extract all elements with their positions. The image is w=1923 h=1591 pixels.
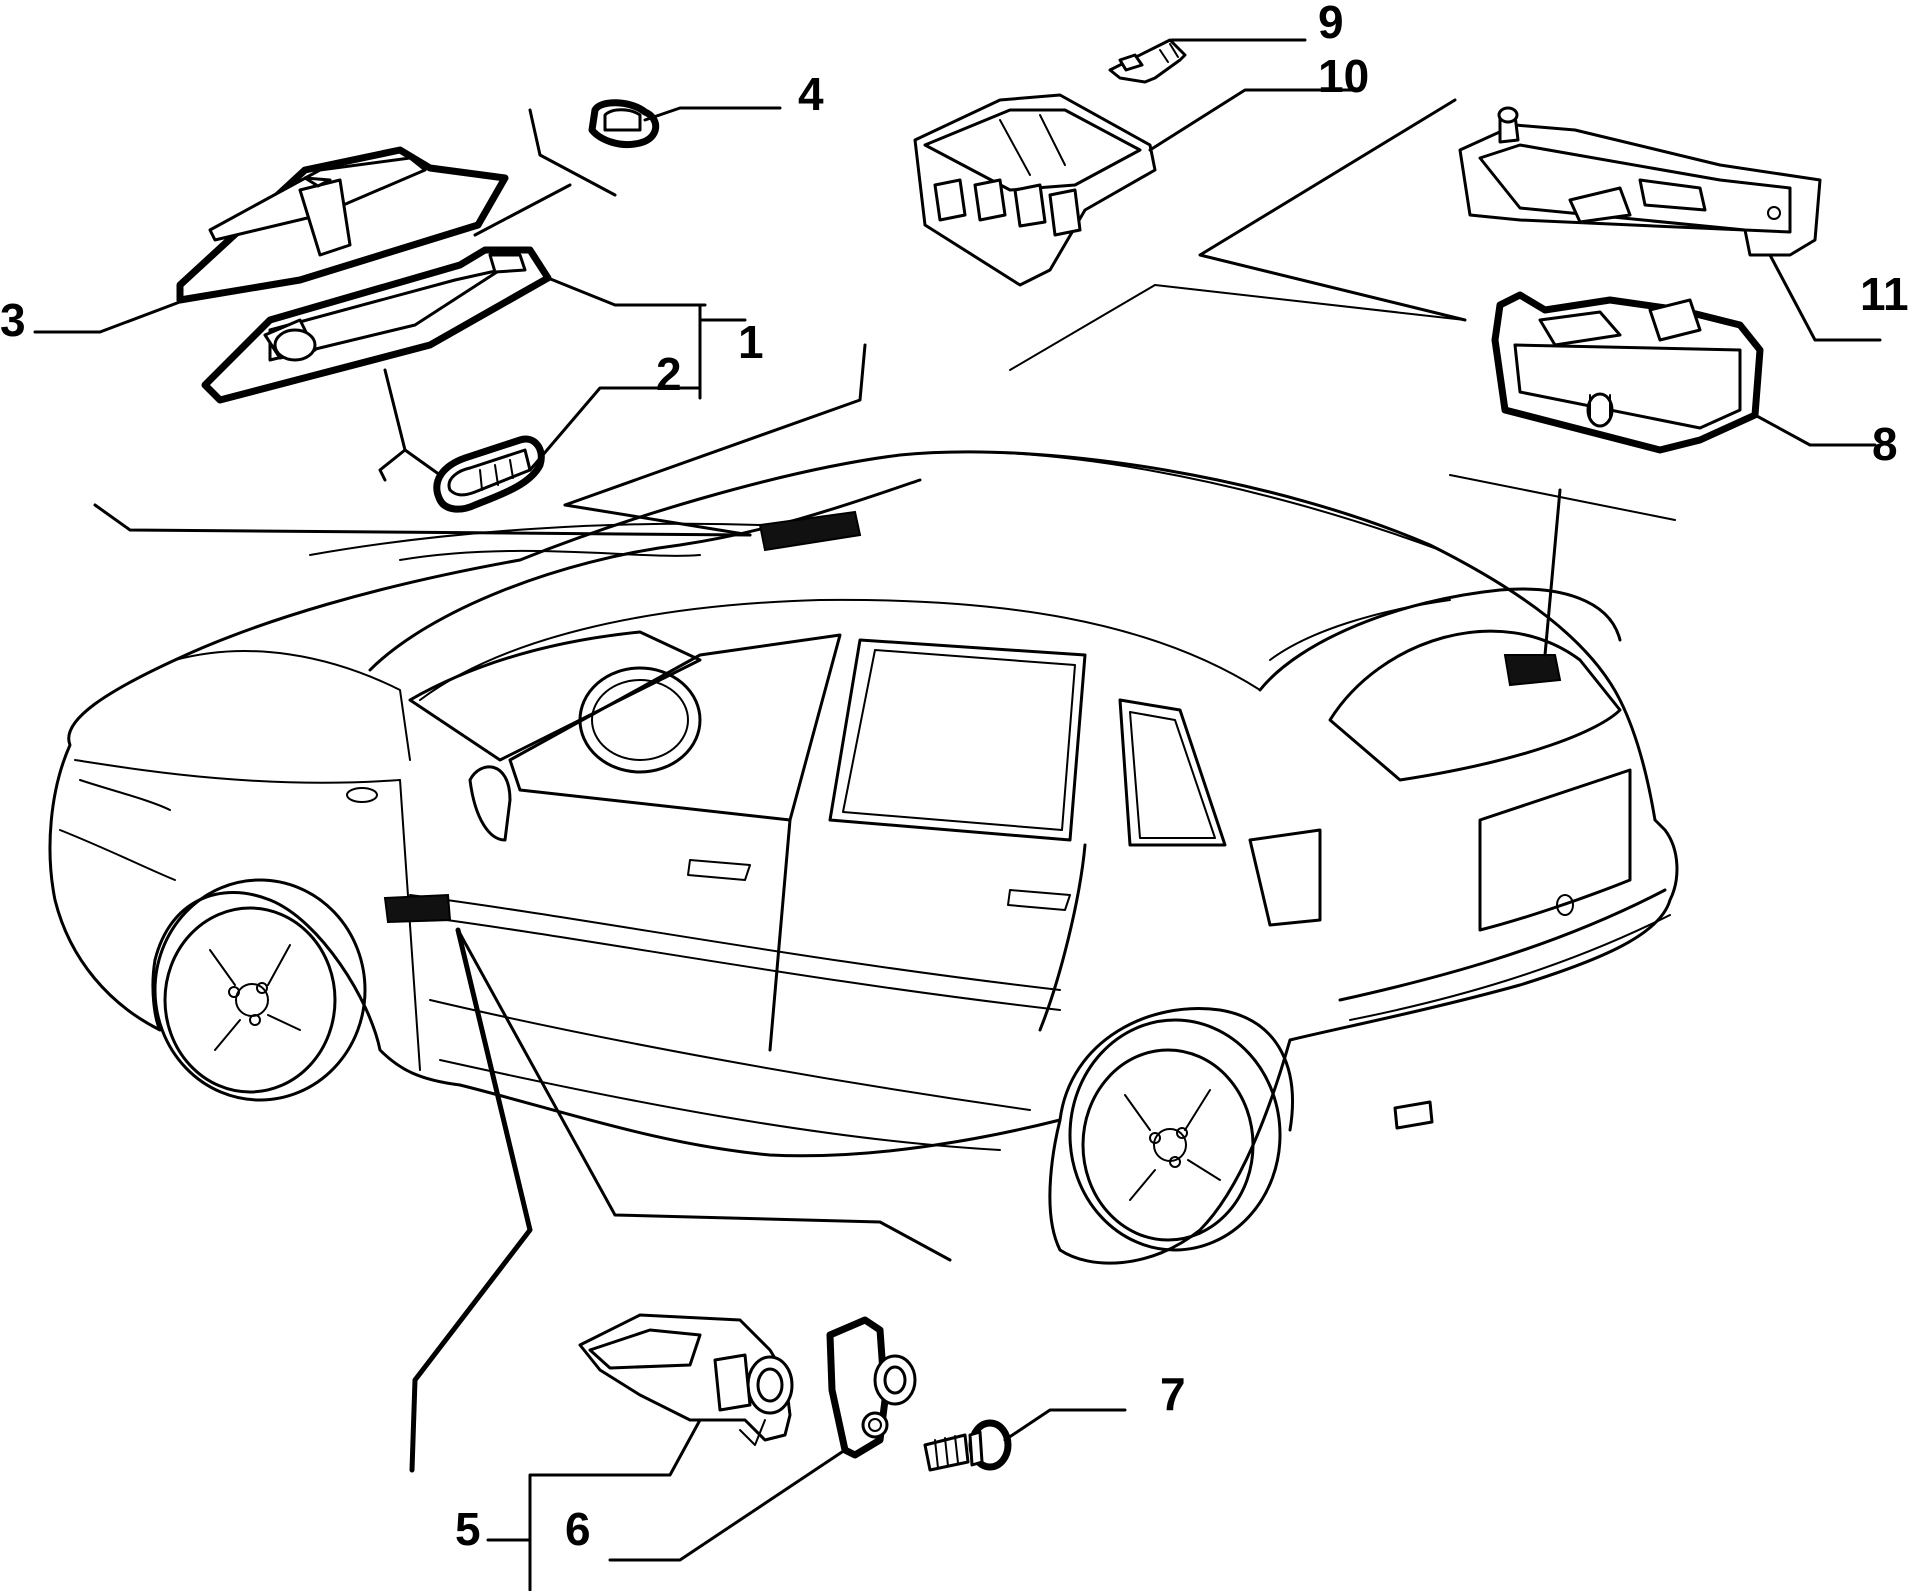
luggage-compartment-lamp: [1491, 291, 1764, 454]
door-switch-location-marker: [383, 893, 452, 924]
door-switch: [578, 1313, 794, 1446]
connector-block: [913, 93, 1157, 287]
callout-5: 5: [455, 1503, 481, 1555]
boot-lamp-location-marker: [1503, 654, 1562, 687]
callout-9: 9: [1318, 0, 1344, 48]
callout-3: 3: [0, 294, 26, 346]
car-body: [48, 450, 1679, 1265]
callout-1: 1: [738, 316, 764, 368]
roof-courtesy-lamp-body: [201, 246, 552, 404]
callout-10: 10: [1318, 50, 1369, 102]
callout-8: 8: [1872, 418, 1898, 470]
callout-6: 6: [565, 1503, 591, 1555]
callout-7: 7: [1160, 1368, 1186, 1420]
callout-11: 11: [1860, 268, 1909, 320]
callout-2: 2: [656, 348, 682, 400]
terminal: [1108, 38, 1187, 84]
lamp-bracket: [1458, 106, 1822, 257]
roof-courtesy-lamp-lens: [176, 146, 509, 304]
roof-lamp-location-marker: [758, 510, 862, 552]
switch-gasket: [826, 1316, 917, 1459]
callout-labels: 4 3 1 2 9 10 11 8 5 6 7: [0, 0, 1909, 1555]
leader-lines: [93, 98, 1676, 1473]
callout-lines: [33, 38, 1882, 1591]
screw: [923, 1419, 1012, 1472]
fastening-clip: [588, 99, 660, 148]
festoon-bulb: [433, 435, 545, 513]
callout-4: 4: [798, 68, 824, 120]
